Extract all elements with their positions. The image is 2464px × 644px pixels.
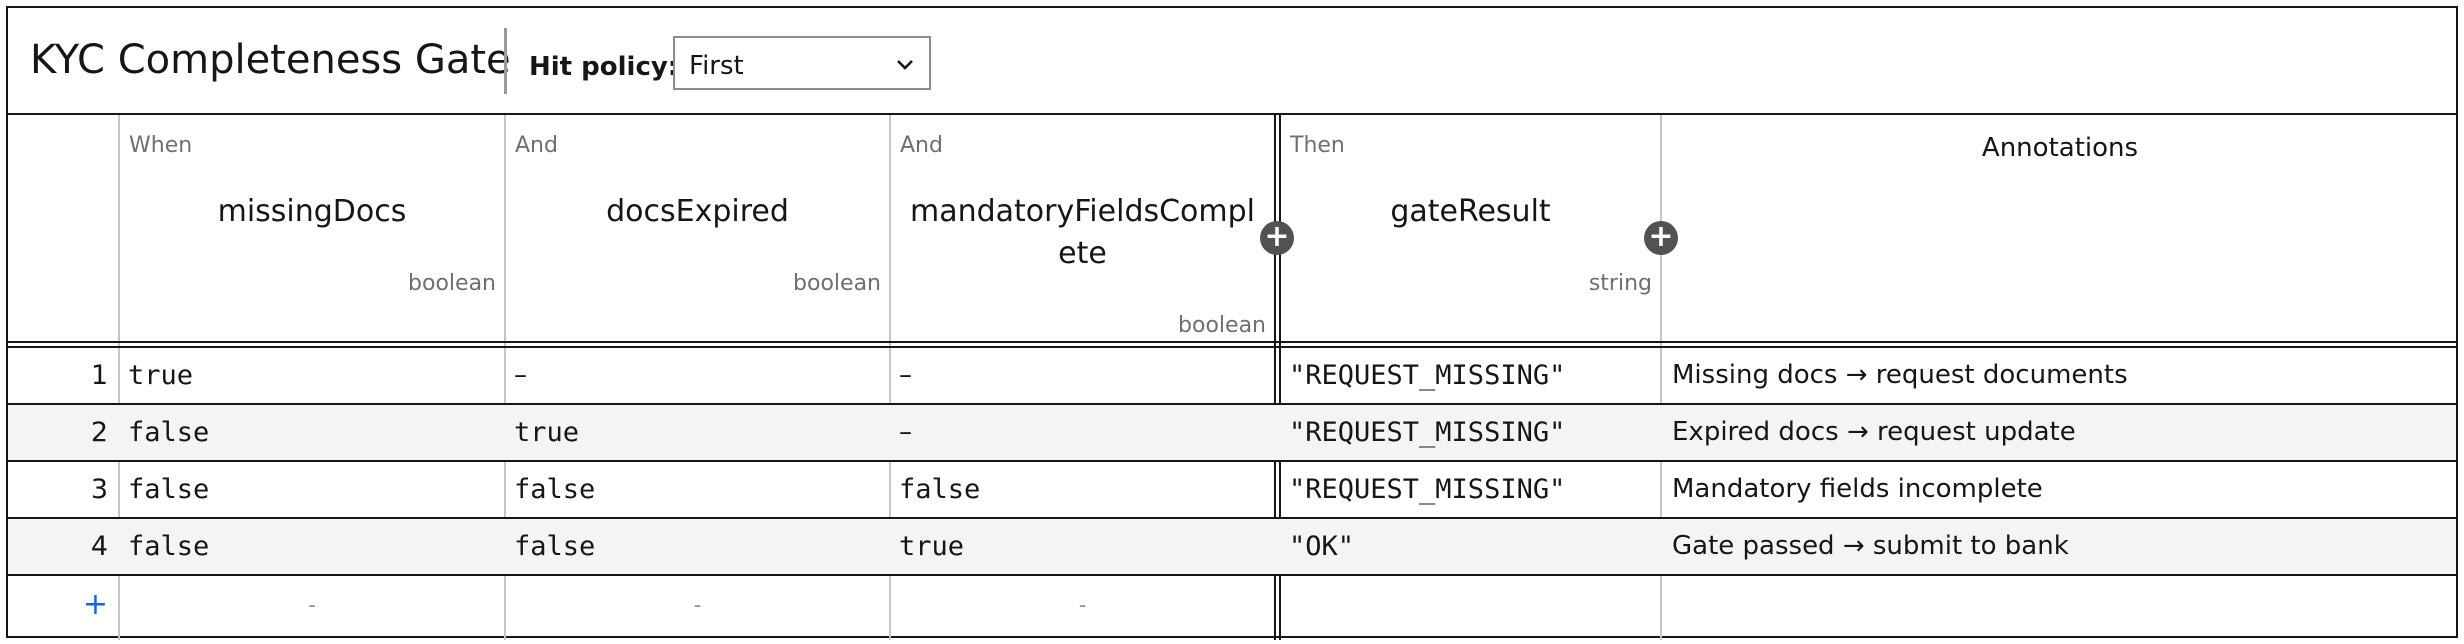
rule-cell[interactable]: false <box>899 474 981 505</box>
rule-output-cell[interactable]: "REQUEST_MISSING" <box>1289 474 1566 505</box>
add-input-column-button[interactable]: + <box>1260 221 1294 255</box>
table-header-bar: KYC Completeness Gate Hit policy: First <box>8 8 2456 115</box>
column-name: missingDocs <box>217 194 407 229</box>
hit-policy-value: First <box>689 51 744 81</box>
add-output-column-button[interactable]: + <box>1644 221 1678 255</box>
annotations-column-header[interactable]: Annotations <box>1662 115 2458 341</box>
new-rule-placeholder: - <box>693 592 702 617</box>
add-rule-button[interactable]: + <box>82 587 108 622</box>
column-type: string <box>1588 271 1652 296</box>
row-index: 1 <box>90 360 108 391</box>
column-kind-label: Then <box>1290 133 1345 158</box>
new-rule-placeholder: - <box>1078 592 1087 617</box>
column-divider <box>889 115 891 640</box>
decision-table: When missingDocs boolean And docsExpired… <box>8 115 2458 640</box>
decision-table-title[interactable]: KYC Completeness Gate <box>30 37 511 83</box>
rule-cell[interactable]: true <box>128 360 194 391</box>
rule-cell[interactable]: true <box>514 417 580 448</box>
annotation-cell[interactable]: Expired docs → request update <box>1672 417 2076 447</box>
rule-cell[interactable]: false <box>128 474 210 505</box>
annotation-cell[interactable]: Gate passed → submit to bank <box>1672 531 2069 561</box>
column-name: docsExpired <box>606 194 789 229</box>
decision-table-frame: KYC Completeness Gate Hit policy: First … <box>6 6 2458 640</box>
input-column-header[interactable]: And mandatoryFieldsComplete boolean <box>891 115 1274 341</box>
column-name: gateResult <box>1390 194 1551 229</box>
column-name: mandatoryFieldsComplete <box>909 194 1256 271</box>
input-column-header[interactable]: When missingDocs boolean <box>120 115 504 341</box>
column-type: boolean <box>793 271 881 296</box>
header-separator <box>8 341 2456 348</box>
rule-cell[interactable]: false <box>128 417 210 448</box>
column-kind-label: And <box>900 133 943 158</box>
annotation-cell[interactable]: Missing docs → request documents <box>1672 360 2128 390</box>
input-output-divider <box>1274 115 1276 640</box>
rule-cell[interactable]: – <box>514 360 527 390</box>
annotation-cell[interactable]: Mandatory fields incomplete <box>1672 474 2043 504</box>
hit-policy-label: Hit policy: <box>529 52 679 82</box>
add-rule-row: + - - - <box>8 576 2456 636</box>
rule-cell[interactable]: – <box>899 417 912 447</box>
table-row[interactable]: 3 false false false "REQUEST_MISSING" Ma… <box>8 462 2456 519</box>
column-divider <box>1660 115 1662 640</box>
column-kind-label: And <box>515 133 558 158</box>
rule-output-cell[interactable]: "REQUEST_MISSING" <box>1289 417 1566 448</box>
title-divider <box>504 28 507 94</box>
rule-output-cell[interactable]: "REQUEST_MISSING" <box>1289 360 1566 391</box>
rule-output-cell[interactable]: "OK" <box>1289 531 1355 562</box>
column-type: boolean <box>1178 313 1266 338</box>
chevron-down-icon <box>897 60 913 70</box>
column-type: boolean <box>408 271 496 296</box>
input-output-divider <box>1279 115 1281 640</box>
row-index: 2 <box>90 417 108 448</box>
column-divider <box>504 115 506 640</box>
rule-cell[interactable]: false <box>128 531 210 562</box>
row-index: 3 <box>90 474 108 505</box>
table-row[interactable]: 4 false false true "OK" Gate passed → su… <box>8 519 2456 576</box>
annotations-header: Annotations <box>1981 133 2139 163</box>
column-divider <box>118 115 120 640</box>
row-index: 4 <box>90 531 108 562</box>
rule-cell[interactable]: false <box>514 474 596 505</box>
new-rule-placeholder: - <box>308 592 316 617</box>
table-row[interactable]: 1 true – – "REQUEST_MISSING" Missing doc… <box>8 348 2456 405</box>
table-row[interactable]: 2 false true – "REQUEST_MISSING" Expired… <box>8 405 2456 462</box>
input-column-header[interactable]: And docsExpired boolean <box>506 115 889 341</box>
rule-cell[interactable]: true <box>899 531 965 562</box>
rule-cell[interactable]: false <box>514 531 596 562</box>
output-column-header[interactable]: Then gateResult string <box>1281 115 1660 341</box>
hit-policy-select[interactable]: First <box>673 36 931 90</box>
rule-cell[interactable]: – <box>899 360 912 390</box>
column-kind-label: When <box>129 133 193 158</box>
